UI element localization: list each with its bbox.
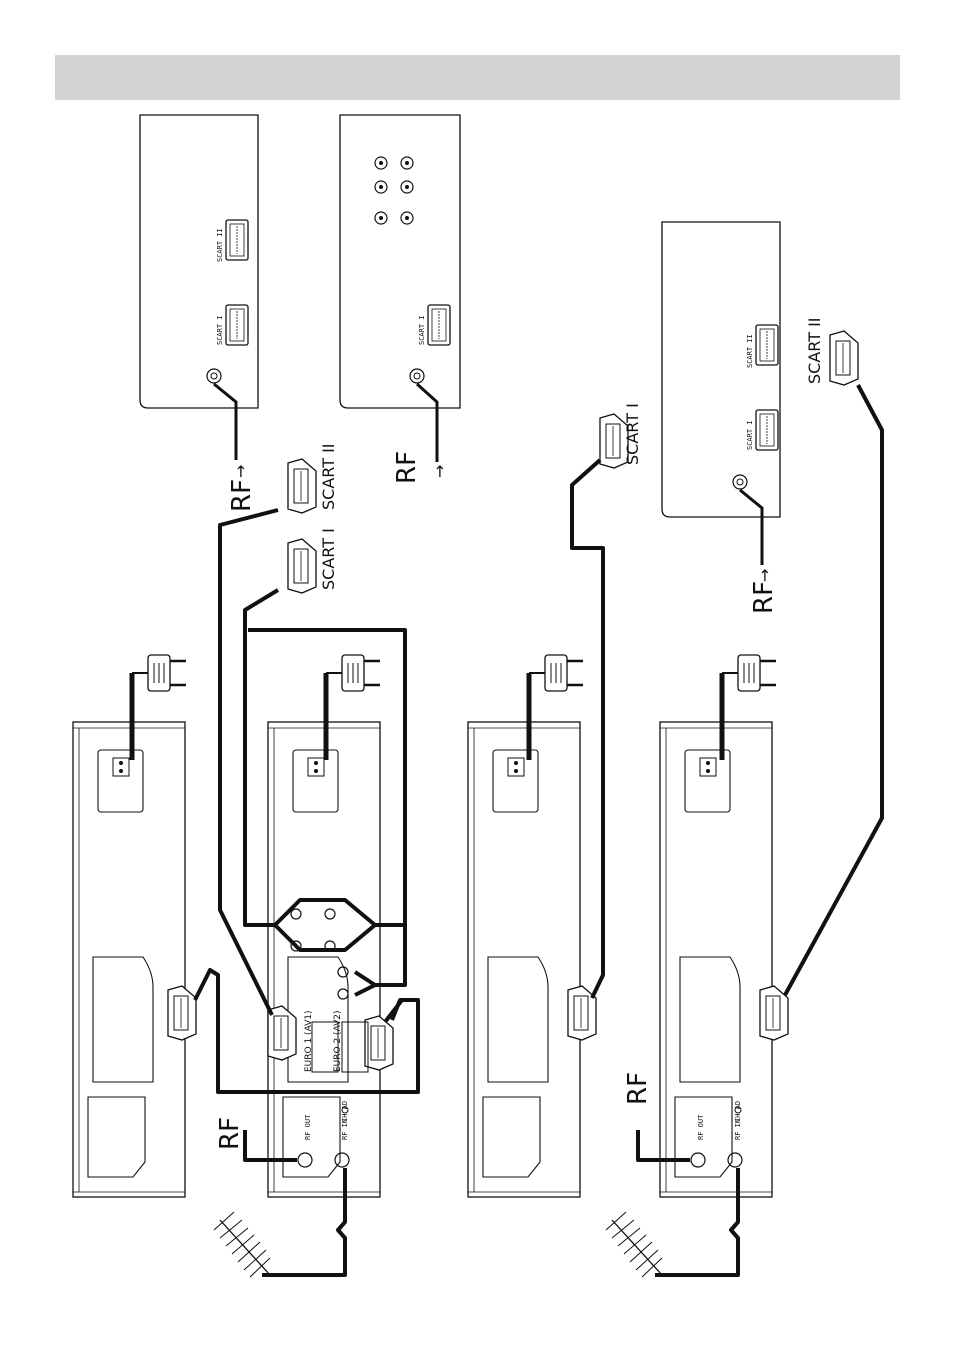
euro2-label: EURO 2 (AV2) <box>333 1010 343 1072</box>
ch-ad-label-2: CH AD <box>734 1101 742 1122</box>
rf-out-label-1: RF OUT <box>304 1114 312 1140</box>
rf-label-vcr4: RF <box>623 1072 653 1105</box>
tv3-scart-i-label: SCART I <box>746 420 754 450</box>
tv1-scart-ii-label: SCART II <box>216 228 224 262</box>
vcr-unit-2 <box>268 722 380 1197</box>
ch-ad-label-1: CH AD <box>341 1101 349 1122</box>
tv-panel-3: SCART II SCART I <box>662 222 780 517</box>
vcr-unit-1 <box>73 722 185 1197</box>
vcr-unit-4 <box>660 722 772 1197</box>
tv-panel-2: SCART I <box>340 115 460 408</box>
tv2-scart-i-label: SCART I <box>418 315 426 345</box>
arrow-icon: → <box>231 465 250 478</box>
tv-panel-1: SCART II SCART I <box>140 115 258 408</box>
rf-label-tv1: RF <box>227 479 257 512</box>
rf-label-tv2: RF <box>392 451 422 484</box>
arrow-icon: → <box>755 569 774 582</box>
tv1-scart-i-label: SCART I <box>216 315 224 345</box>
cables <box>195 385 882 1275</box>
euro1-label: EURO 1 (AV1) <box>304 1010 314 1072</box>
rf-label-tv3: RF <box>749 581 779 614</box>
rf-label-vcr1: RF <box>215 1117 245 1150</box>
scart-ii-label-1: SCART II <box>319 443 338 510</box>
arrow-icon: → <box>430 465 449 478</box>
scart-i-label-2: SCART I <box>623 403 642 465</box>
vcr-unit-3 <box>468 722 580 1197</box>
scart-ii-label-2: SCART II <box>805 317 824 384</box>
scart-i-label-1: SCART I <box>319 528 338 590</box>
rf-out-label-2: RF OUT <box>697 1114 705 1140</box>
tv3-scart-ii-label: SCART II <box>746 334 754 368</box>
vcr2-rca <box>291 909 348 999</box>
